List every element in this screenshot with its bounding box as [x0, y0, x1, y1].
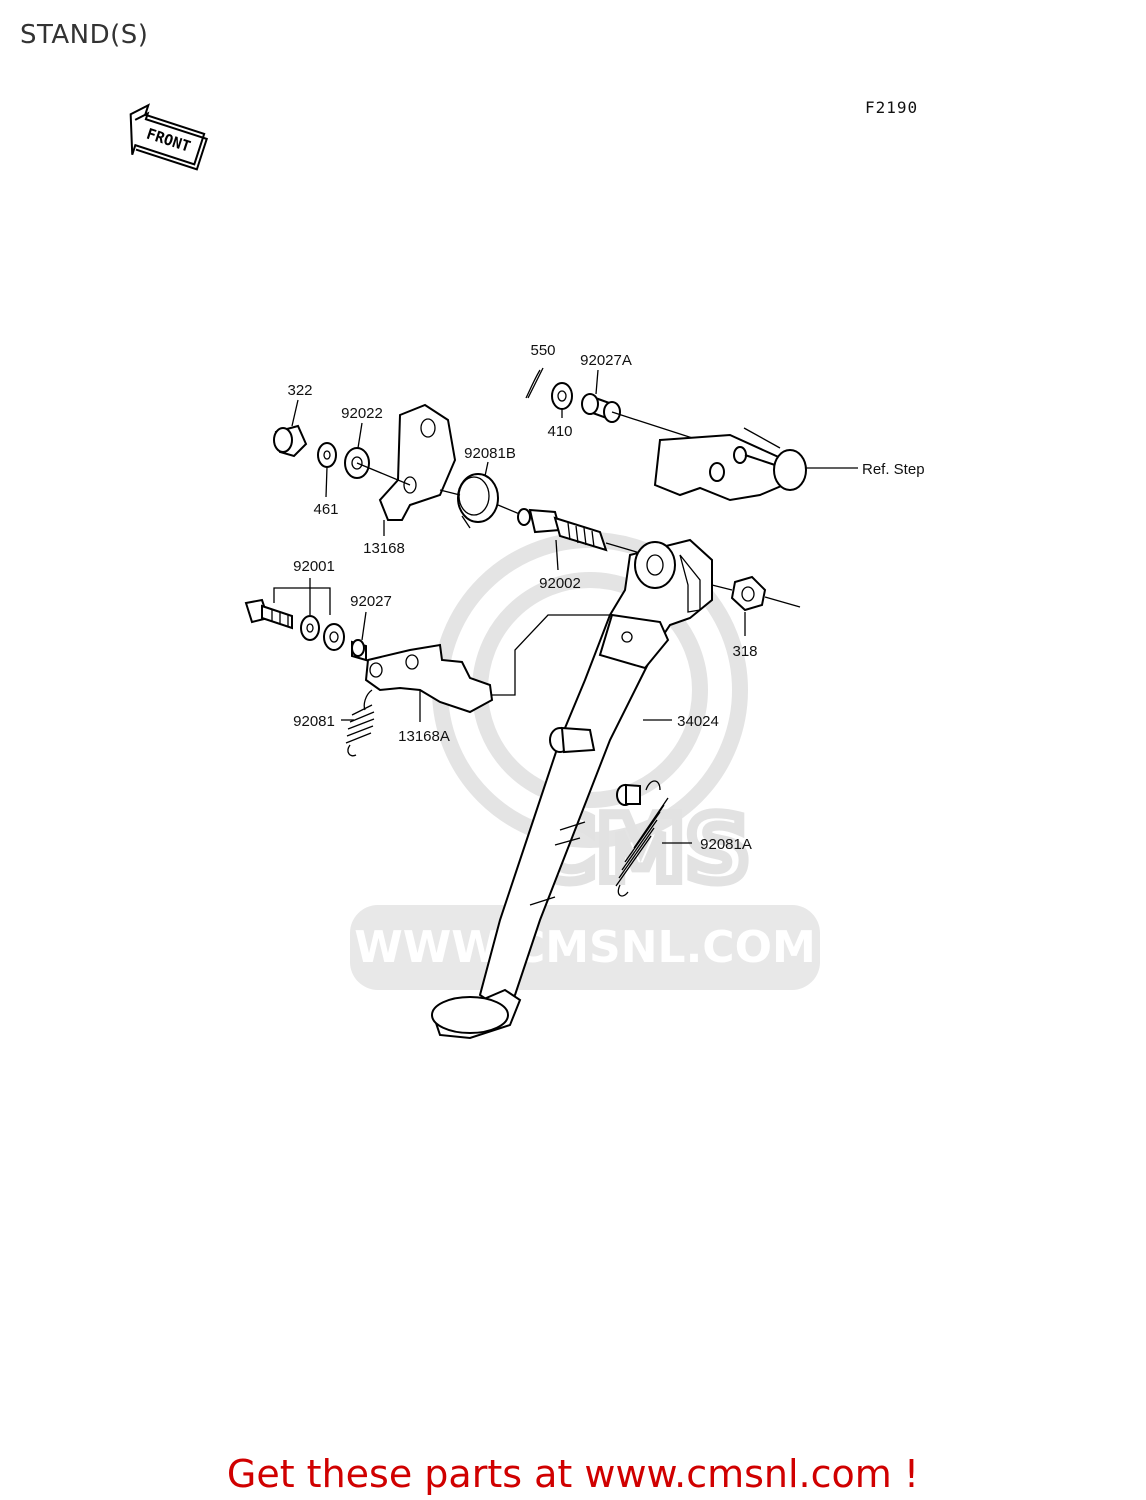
bracket-92001	[273, 587, 331, 615]
label-550: 550	[530, 342, 555, 359]
lever-13168	[356, 403, 457, 521]
cotter-pin-550	[525, 367, 544, 399]
label-461: 461	[313, 501, 338, 518]
footer-cta-link[interactable]: Get these parts at www.cmsnl.com !	[226, 1452, 920, 1496]
collar-92027A	[581, 393, 621, 423]
page-title: STAND(S)	[20, 20, 149, 50]
lever-13168A	[364, 614, 615, 714]
stand-pin	[549, 726, 641, 806]
spring-92081B	[439, 473, 523, 529]
leader-lines	[291, 369, 746, 844]
figure-code: F2190	[865, 98, 919, 117]
label-92081: 92081	[293, 713, 335, 730]
bolt-92002	[517, 508, 641, 554]
label-34024: 34024	[677, 713, 719, 730]
label-92002: 92002	[539, 575, 581, 592]
side-stand-34024	[431, 538, 713, 1040]
label-92001: 92001	[293, 558, 335, 575]
label-92081B: 92081B	[464, 445, 516, 462]
label-ref-step: Ref. Step	[862, 461, 925, 478]
front-arrow-icon: FRONT	[129, 103, 209, 171]
label-92027: 92027	[350, 593, 392, 610]
label-322: 322	[287, 382, 312, 399]
spring-92081	[345, 689, 375, 757]
label-410: 410	[547, 423, 572, 440]
washer-92001	[300, 615, 320, 641]
label-13168: 13168	[363, 540, 405, 557]
washer-92027	[323, 623, 367, 662]
cap-nut-322	[273, 424, 308, 458]
spring-92081A	[615, 780, 669, 897]
label-13168A: 13168A	[398, 728, 450, 745]
label-318: 318	[732, 643, 757, 660]
washer-410	[551, 382, 573, 410]
washer-461	[317, 442, 337, 468]
label-92022: 92022	[341, 405, 383, 422]
bolt-92001	[244, 598, 293, 630]
nut-318	[711, 575, 801, 612]
label-92027A: 92027A	[580, 352, 632, 369]
watermark-text: WWW.CMSNL.COM	[354, 922, 816, 973]
label-92081A: 92081A	[700, 836, 752, 853]
ref-step-bracket	[611, 411, 858, 502]
